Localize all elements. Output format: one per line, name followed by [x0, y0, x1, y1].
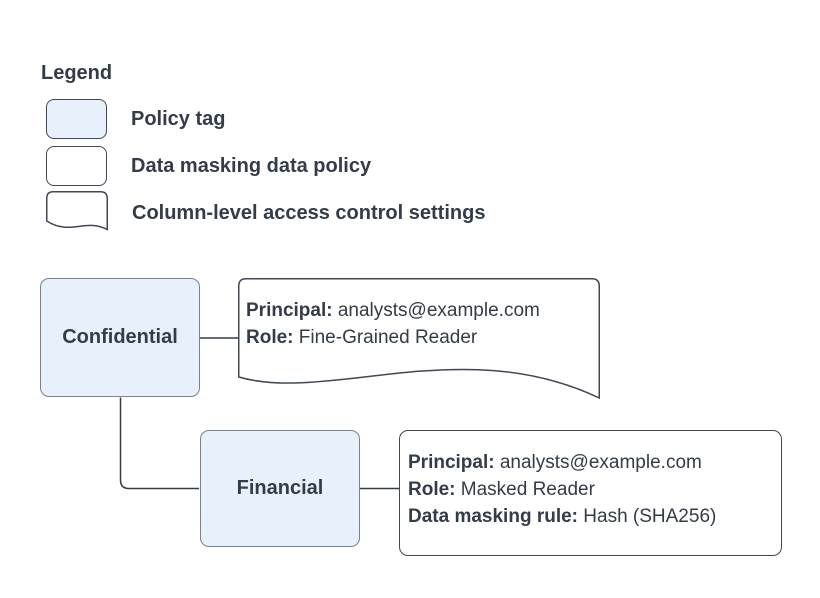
connector-confidential-to-financial — [119, 397, 199, 490]
policy-tag-label: Financial — [236, 477, 324, 499]
policy-tag-label: Confidential — [62, 326, 178, 348]
legend-row-policy-tag: Policy tag — [46, 99, 225, 139]
legend-item-label: Column-level access control settings — [132, 202, 486, 224]
data-masking-policy-swatch-icon — [46, 146, 107, 186]
legend-row-access-control-settings: Column-level access control settings — [46, 191, 485, 236]
legend-item-label: Data masking data policy — [131, 154, 372, 177]
access-settings-card: Principal: analysts@example.com Role: Fi… — [246, 297, 540, 351]
policy-tag-swatch-icon — [46, 99, 107, 139]
document-shape-access-settings — [238, 278, 600, 400]
legend-item-label: Policy tag — [131, 107, 226, 130]
legend-title: Legend — [41, 62, 113, 84]
legend-row-data-masking-policy: Data masking data policy — [46, 146, 371, 186]
principal-line: Principal: analysts@example.com — [246, 300, 540, 321]
data-masking-policy-card — [399, 430, 782, 556]
policy-tag-confidential: Confidential — [40, 278, 200, 397]
role-line: Role: Masked Reader — [408, 479, 595, 500]
policy-tag-financial: Financial — [200, 430, 360, 547]
data-masking-policy-card-text: Principal: analysts@example.com Role: Ma… — [408, 449, 716, 530]
principal-line: Principal: analysts@example.com — [408, 452, 702, 473]
role-line: Role: Fine-Grained Reader — [246, 327, 478, 348]
document-shape-swatch-icon — [46, 191, 108, 231]
masking-rule-line: Data masking rule: Hash (SHA256) — [408, 506, 717, 527]
